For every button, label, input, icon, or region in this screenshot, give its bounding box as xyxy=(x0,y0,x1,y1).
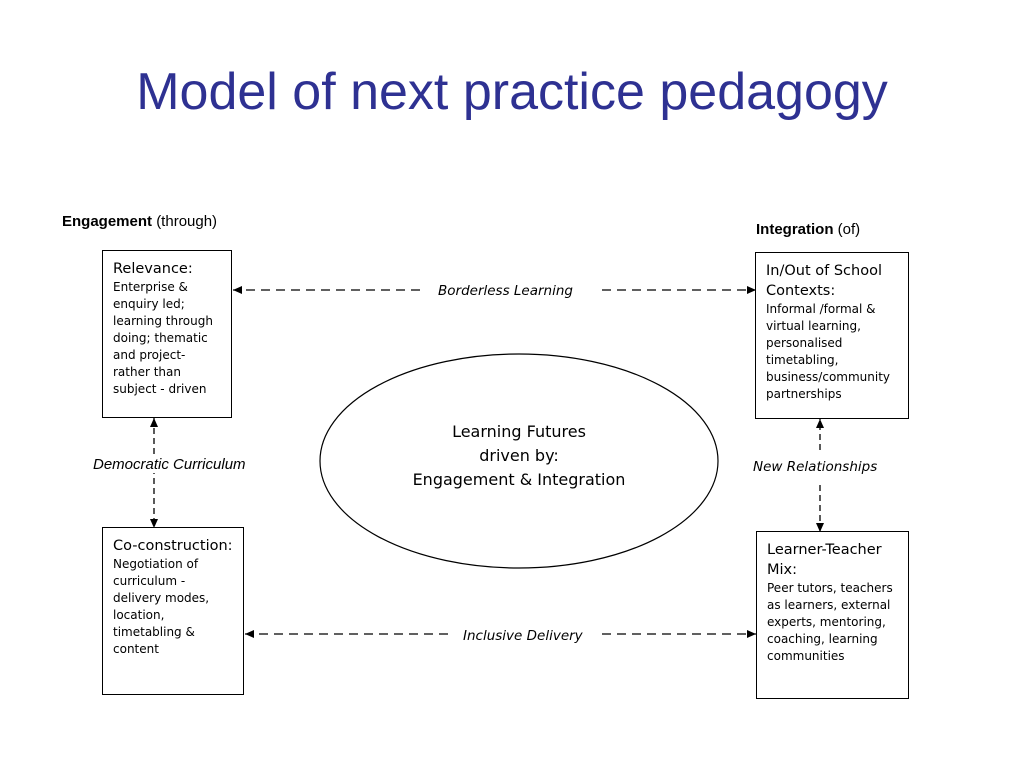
engagement-header-bold: Engagement xyxy=(62,213,153,230)
engagement-header-rest: (through) xyxy=(156,213,218,230)
borderless-learning-label: Borderless Learning xyxy=(438,283,573,299)
in-out-contexts-box: In/Out of School Contexts: Informal /for… xyxy=(755,252,909,419)
center-line-3: Engagement & Integration xyxy=(412,470,626,489)
relevance-box: Relevance: Enterprise & enquiry led; lea… xyxy=(102,250,232,418)
page-title: Model of next practice pedagogy xyxy=(136,63,888,121)
learner-teacher-title: Learner-Teacher Mix: xyxy=(767,542,882,578)
co-construction-body: Negotiation of curriculum - delivery mod… xyxy=(113,557,210,656)
learner-teacher-box: Learner-Teacher Mix: Peer tutors, teache… xyxy=(756,531,909,699)
relevance-body: Enterprise & enquiry led; learning throu… xyxy=(113,280,213,396)
integration-header-rest: (of) xyxy=(837,221,861,238)
integration-header: Integration (of) xyxy=(756,221,860,238)
learner-teacher-body: Peer tutors, teachers as learners, exter… xyxy=(767,581,893,663)
new-relationships-label: New Relationships xyxy=(753,459,878,475)
co-construction-box: Co-construction: Negotiation of curricul… xyxy=(102,527,244,695)
in-out-title: In/Out of School Contexts: xyxy=(766,263,882,299)
democratic-curriculum-label: Democratic Curriculum xyxy=(93,456,246,473)
center-text: Learning Futures driven by: Engagement &… xyxy=(320,420,718,492)
engagement-header: Engagement (through) xyxy=(62,213,217,230)
center-line-2: driven by: xyxy=(479,446,559,465)
center-ellipse xyxy=(319,353,719,569)
inclusive-delivery-label: Inclusive Delivery xyxy=(463,628,583,644)
center-line-1: Learning Futures xyxy=(452,422,586,441)
in-out-body: Informal /formal & virtual learning, per… xyxy=(766,302,891,401)
integration-header-bold: Integration xyxy=(756,221,834,238)
relevance-title: Relevance: xyxy=(113,261,193,277)
co-construction-title: Co-construction: xyxy=(113,538,233,554)
